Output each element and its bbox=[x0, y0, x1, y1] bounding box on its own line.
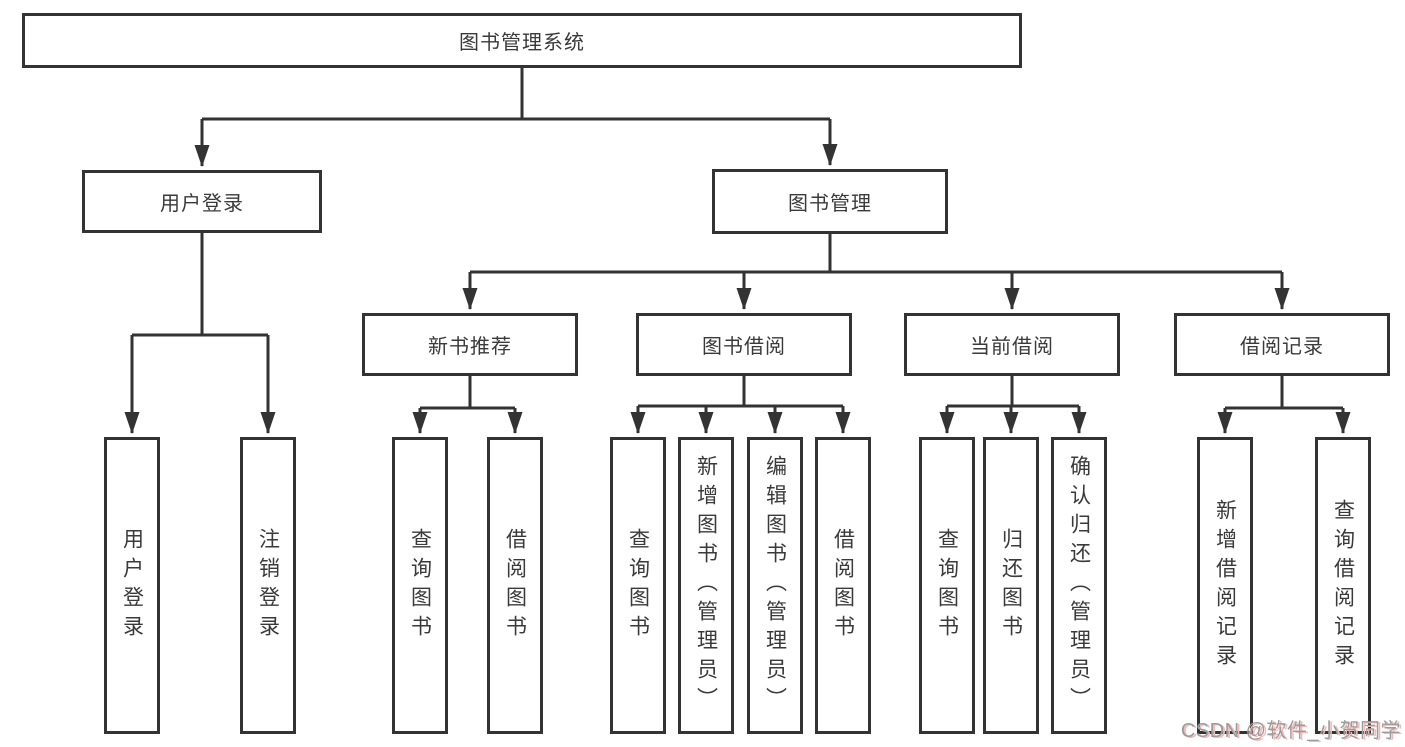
node-query-books-current: 查询图书 bbox=[919, 437, 975, 734]
node-book-management: 图书管理 bbox=[712, 169, 948, 234]
node-label: 借阅图书 bbox=[831, 527, 855, 644]
node-label: 图书管理系统 bbox=[459, 32, 585, 54]
node-book-borrow: 图书借阅 bbox=[636, 313, 852, 376]
node-confirm-return-admin: 确认归还（管理员） bbox=[1051, 437, 1107, 734]
node-label: 新增图书（管理员） bbox=[694, 455, 718, 716]
node-label: 用户登录 bbox=[120, 527, 144, 644]
node-logout: 注销登录 bbox=[240, 437, 296, 734]
node-login: 用户登录 bbox=[104, 437, 160, 734]
node-query-books-borrow: 查询图书 bbox=[610, 437, 666, 734]
node-label: 借阅记录 bbox=[1240, 336, 1324, 358]
connector-borrow-records-children bbox=[1217, 376, 1351, 434]
node-label: 图书借阅 bbox=[702, 336, 786, 358]
node-label: 新书推荐 bbox=[428, 336, 512, 358]
connector-book-management-children bbox=[462, 234, 1290, 310]
node-return-book: 归还图书 bbox=[983, 437, 1039, 734]
node-label: 新增借阅记录 bbox=[1213, 498, 1237, 673]
node-label: 查询图书 bbox=[408, 527, 432, 644]
node-label: 注销登录 bbox=[256, 527, 280, 644]
node-label: 查询图书 bbox=[935, 527, 959, 644]
node-borrow-books-recommend: 借阅图书 bbox=[487, 437, 543, 734]
node-add-borrow-record: 新增借阅记录 bbox=[1197, 437, 1253, 734]
connector-root-to-level2 bbox=[194, 68, 838, 167]
node-user-login: 用户登录 bbox=[82, 170, 322, 233]
node-edit-book-admin: 编辑图书（管理员） bbox=[747, 437, 803, 734]
node-borrow-books-borrow: 借阅图书 bbox=[815, 437, 871, 734]
node-label: 图书管理 bbox=[788, 193, 872, 215]
connector-book-borrow-children bbox=[630, 376, 851, 434]
connector-user-login-children bbox=[124, 233, 276, 434]
node-root: 图书管理系统 bbox=[22, 13, 1022, 68]
csdn-watermark: CSDN @软件_小贺同学 bbox=[1180, 720, 1401, 742]
node-label: 归还图书 bbox=[999, 527, 1023, 644]
node-label: 借阅图书 bbox=[503, 527, 527, 644]
node-new-book-recommend: 新书推荐 bbox=[362, 313, 578, 376]
node-label: 确认归还（管理员） bbox=[1067, 455, 1091, 716]
node-current-borrow: 当前借阅 bbox=[904, 313, 1120, 376]
node-label: 查询借阅记录 bbox=[1331, 498, 1355, 673]
node-label: 当前借阅 bbox=[970, 336, 1054, 358]
node-label: 用户登录 bbox=[160, 193, 244, 215]
node-query-books-recommend: 查询图书 bbox=[392, 437, 448, 734]
connector-new-book-recommend-children bbox=[412, 376, 523, 434]
node-add-book-admin: 新增图书（管理员） bbox=[678, 437, 734, 734]
node-label: 查询图书 bbox=[626, 527, 650, 644]
connector-current-borrow-children bbox=[939, 376, 1087, 434]
node-label: 编辑图书（管理员） bbox=[763, 455, 787, 716]
node-query-borrow-record: 查询借阅记录 bbox=[1315, 437, 1371, 734]
node-borrow-records: 借阅记录 bbox=[1174, 313, 1390, 376]
